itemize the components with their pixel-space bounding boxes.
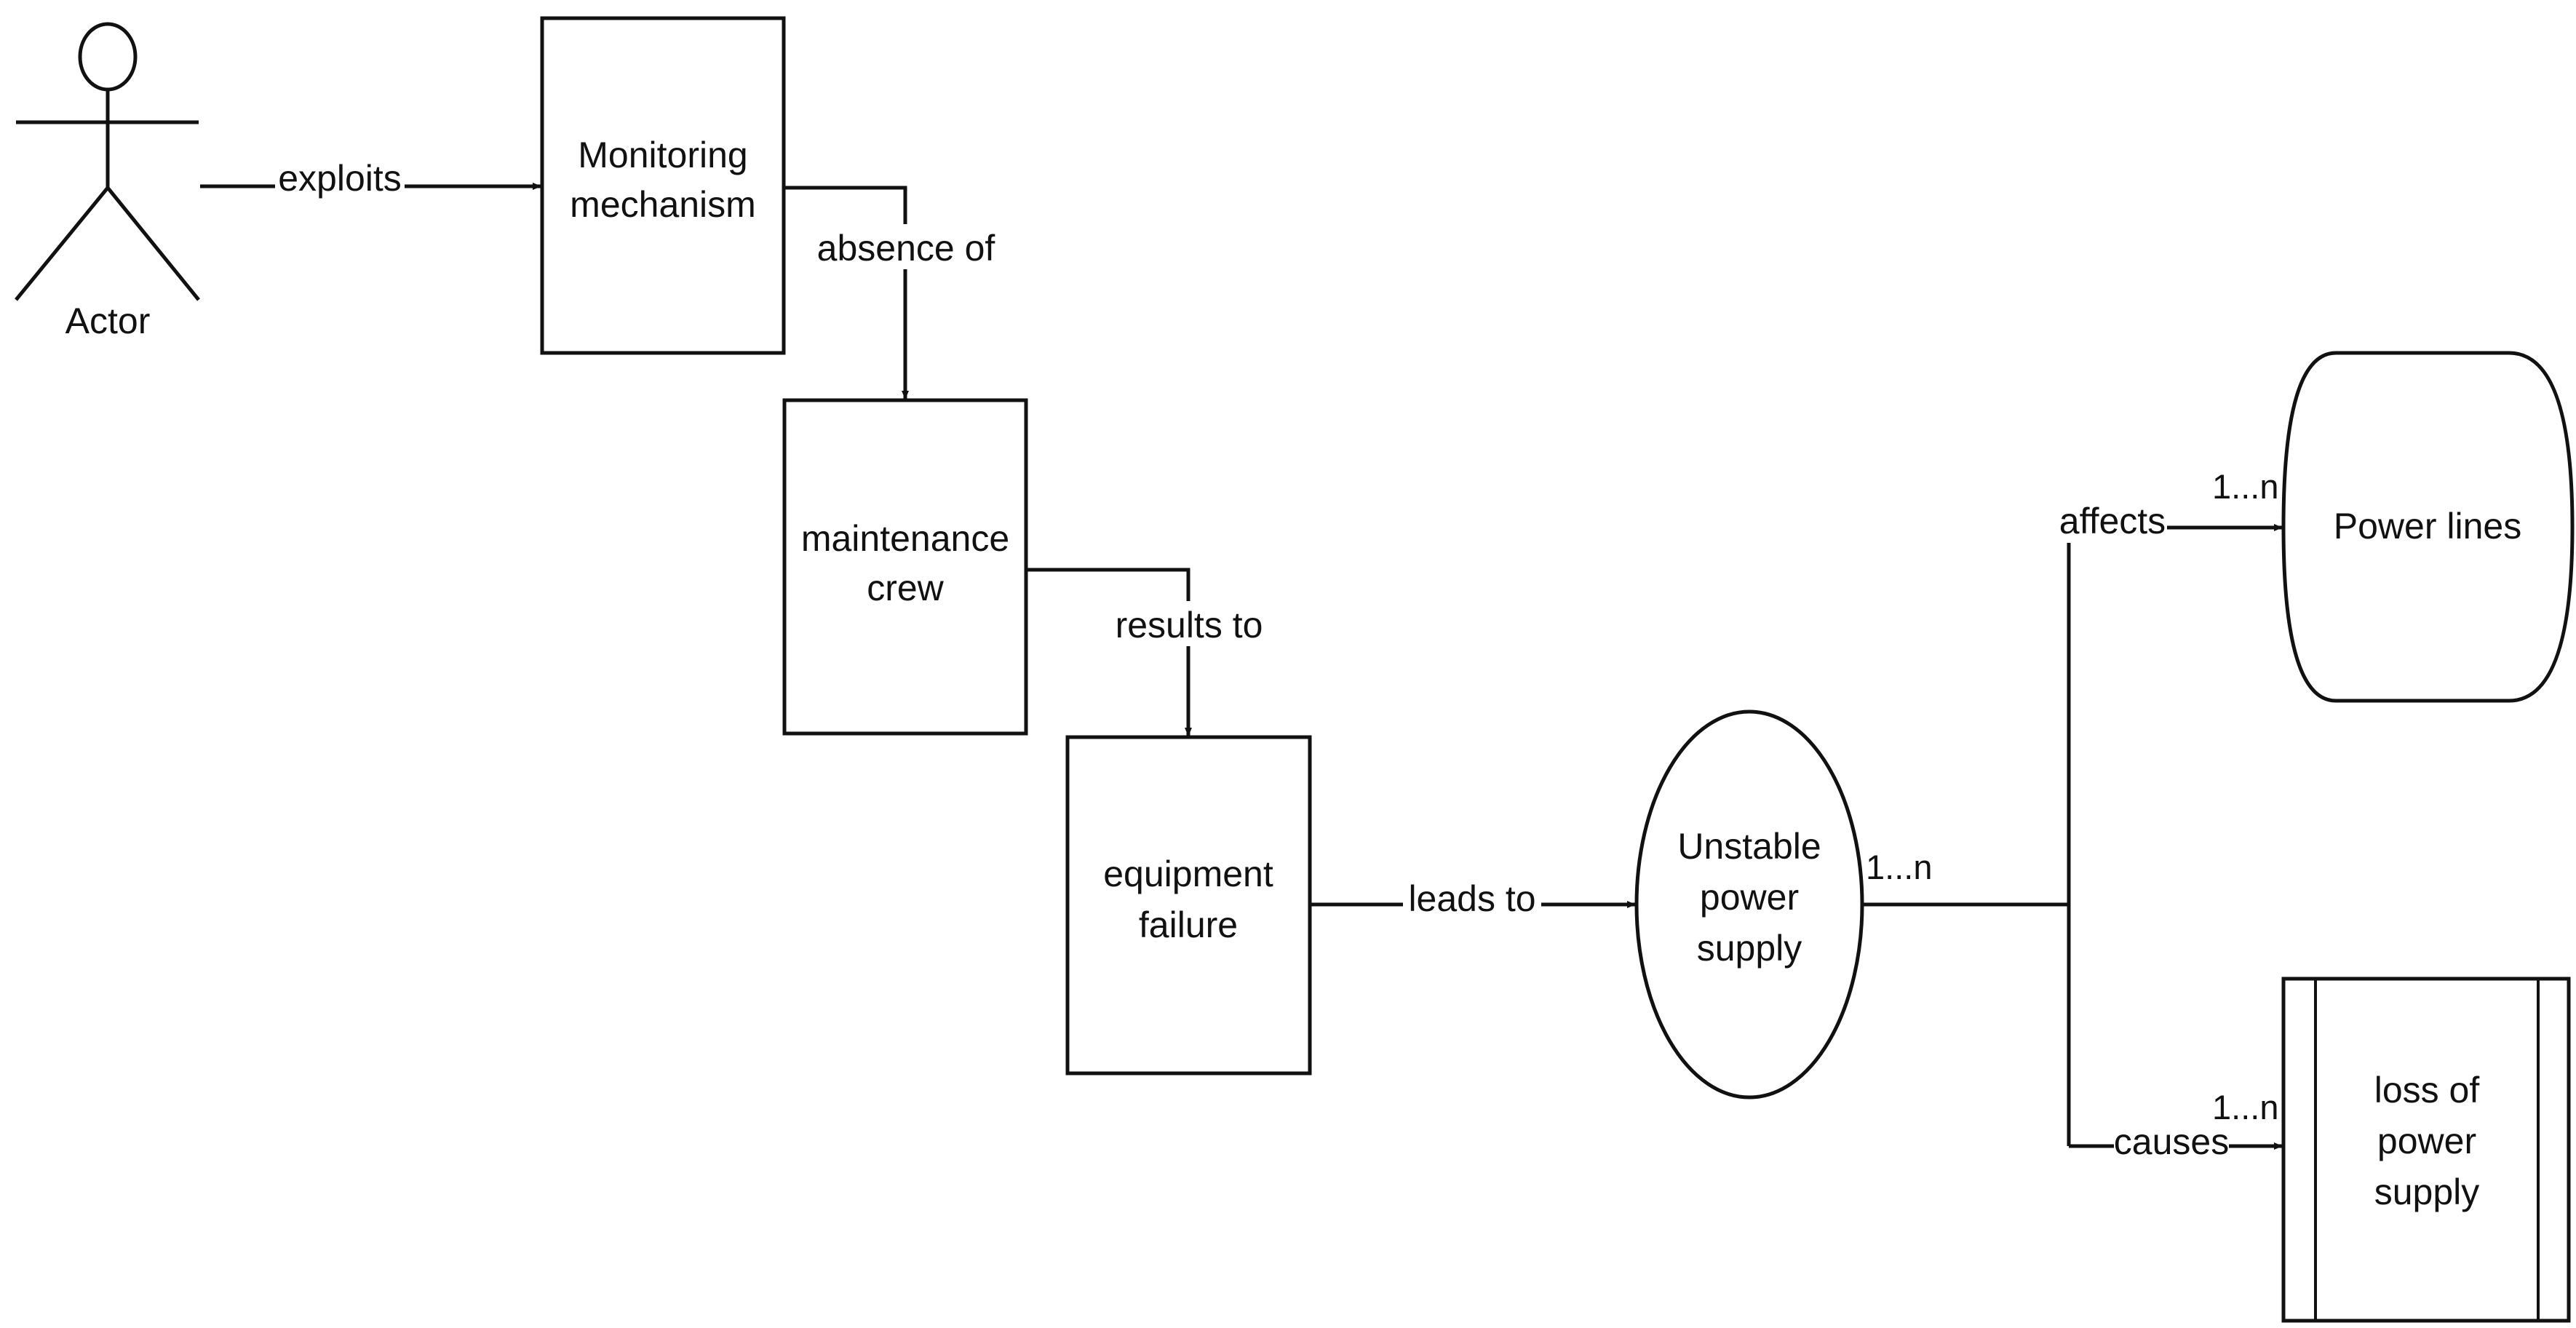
powerlines-shape [2281, 351, 2575, 703]
multiplicity-unstable-out: 1...n [1866, 848, 1932, 886]
node-unstable-power-supply: Unstable power supply [1634, 709, 1864, 1100]
powerlines-label: Power lines [2334, 506, 2521, 546]
node-power-lines: Power lines [2281, 351, 2575, 703]
label-affects: affects [2059, 501, 2166, 541]
node-monitoring-mechanism: Monitoring mechanism [540, 16, 786, 355]
label-leads-to: leads to [1408, 878, 1535, 919]
edge-results-to [1026, 568, 1192, 736]
unstable-label-line1: Unstable [1677, 826, 1821, 867]
actor-head [78, 22, 138, 92]
label-causes: causes [2114, 1121, 2229, 1162]
monitoring-box [540, 16, 786, 355]
label-results-to: results to [1116, 605, 1263, 645]
node-maintenance-crew: maintenance crew [782, 398, 1028, 736]
label-absence-of: absence of [817, 228, 995, 269]
label-bg-results-to [1106, 601, 1273, 646]
maintenance-box [782, 398, 1028, 736]
label-bg-exploits [275, 159, 405, 199]
actor-right-leg [106, 186, 200, 301]
label-bg-absence-of [811, 224, 1001, 269]
multiplicity-powerlines-in: 1...n [2212, 467, 2278, 506]
equipment-label-line1: equipment [1103, 854, 1273, 894]
label-exploits: exploits [278, 158, 402, 199]
monitoring-label-line2: mechanism [570, 184, 756, 225]
loss-label-line3: supply [2374, 1172, 2480, 1212]
multiplicity-loss-in: 1...n [2212, 1088, 2278, 1126]
actor-left-leg [15, 186, 109, 301]
edge-absence-of [784, 186, 909, 399]
label-bg-leads-to [1403, 879, 1541, 921]
loss-label-line2: power [2377, 1121, 2476, 1161]
loss-outer-box [2281, 977, 2571, 1323]
label-bg-causes [2114, 1122, 2229, 1164]
equipment-label-line2: failure [1139, 904, 1238, 945]
monitoring-label-line1: Monitoring [578, 135, 747, 175]
node-loss-of-power-supply: loss of power supply [2281, 977, 2571, 1323]
actor-label: Actor [65, 301, 151, 341]
node-equipment-failure: equipment failure [1065, 735, 1312, 1075]
maintenance-label-line1: maintenance [801, 518, 1009, 559]
loss-label-line1: loss of [2374, 1070, 2480, 1110]
unstable-label-line3: supply [1697, 928, 1802, 969]
maintenance-label-line2: crew [867, 568, 944, 608]
label-bg-affects [2058, 501, 2167, 543]
edge-unstable-branch [1862, 528, 2071, 1146]
unstable-label-line2: power [1700, 877, 1799, 918]
actor-figure [15, 22, 200, 301]
